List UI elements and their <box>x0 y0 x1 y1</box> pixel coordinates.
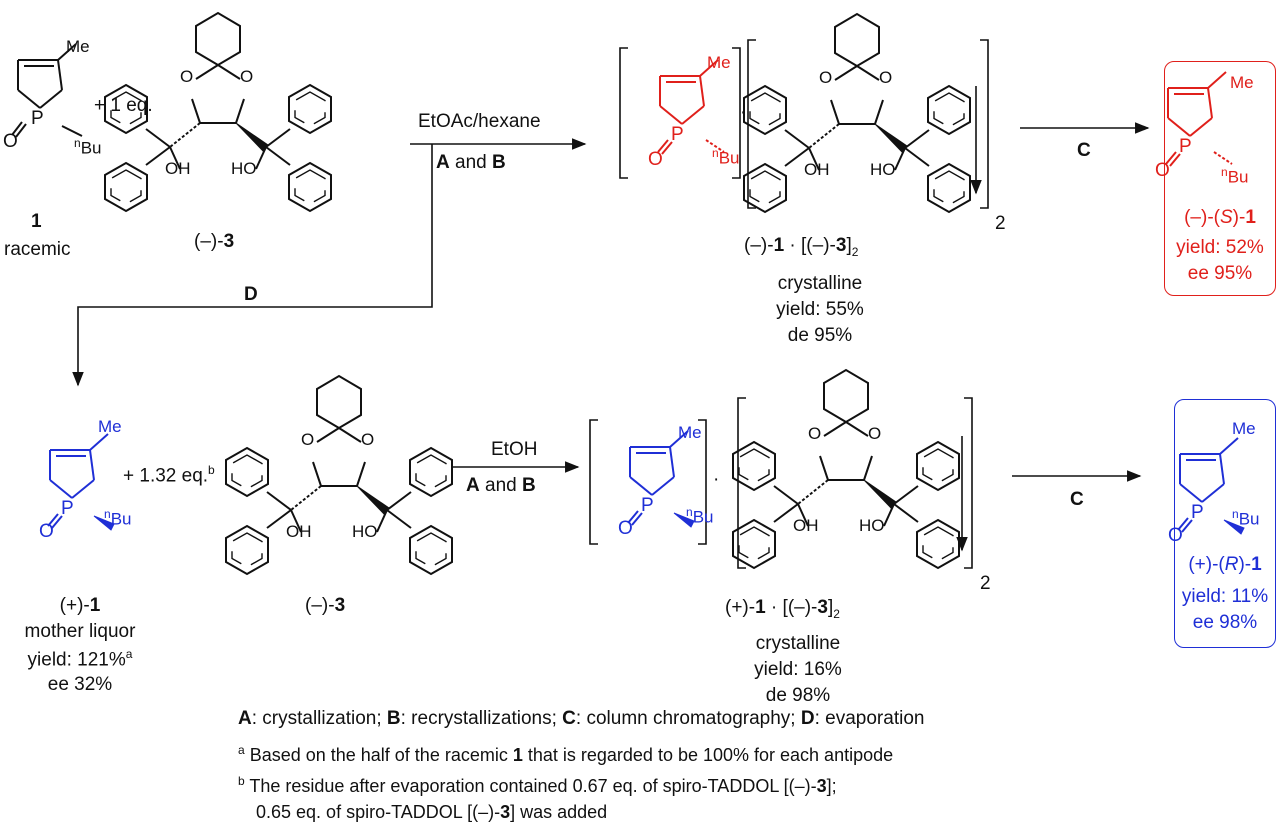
complex2-formula: (+)-1 · [(–)-3]2 <box>725 597 840 621</box>
footnote-b-line2: 0.65 eq. of spiro-TADDOL [(–)-3] was add… <box>256 802 608 822</box>
mother-oxygen-label: O <box>39 521 54 542</box>
complex1-butyl-label: nBu <box>712 146 740 168</box>
complex1-dot: · <box>740 102 747 123</box>
taddol2-hydroxyl-left: OH <box>286 522 312 541</box>
complex2-phosphorus-label: P <box>641 495 654 516</box>
product-s-label: (–)-(S)-1 <box>1184 207 1256 228</box>
product-box-r <box>1174 399 1276 648</box>
racemic-phospholene-structure <box>11 43 83 138</box>
product-box-s <box>1164 61 1276 296</box>
footnote-a: a Based on the half of the racemic 1 tha… <box>238 743 894 765</box>
mother-methyl-label: Me <box>98 417 122 436</box>
compound-1-number: 1 <box>31 211 42 232</box>
complex1-formula: (–)-1 · [(–)-3]2 <box>744 235 859 259</box>
complex1-yield: yield: 55% <box>776 299 864 320</box>
taddol2-hydroxyl-right: HO <box>352 522 378 541</box>
complex2-dot: · <box>713 469 720 490</box>
mother-yield: yield: 121%a <box>27 647 133 671</box>
complex2-butyl-label: nBu <box>686 505 714 527</box>
phosphorus-label: P <box>31 108 44 129</box>
complex2-taddol-hydroxyl-left: OH <box>793 516 819 535</box>
product-r-yield: yield: 11% <box>1181 586 1269 607</box>
product-r-phosphorus-label: P <box>1191 502 1204 523</box>
mother-compound-label: (+)-1 <box>59 595 101 616</box>
mother-butyl-label: nBu <box>104 507 132 529</box>
taddol-label-row2: (–)-3 <box>305 595 346 616</box>
product-s-phosphorus-label: P <box>1179 136 1192 157</box>
oxygen-label: O <box>3 131 18 152</box>
legend-line: A: crystallization; B: recrystallization… <box>238 708 925 729</box>
product-s-yield: yield: 52% <box>1176 237 1264 258</box>
complex2-yield: yield: 16% <box>754 659 842 680</box>
product-r-butyl-label: nBu <box>1232 507 1260 529</box>
complex2-de: de 98% <box>765 685 831 706</box>
mother-phosphorus-label: P <box>61 498 74 519</box>
complex2-taddol-oxygen-right: O <box>868 424 882 443</box>
taddol-hydroxyl-left: OH <box>165 159 191 178</box>
product-r-ee: ee 98% <box>1192 612 1258 633</box>
taddol-oxygen-right: O <box>240 67 254 86</box>
complex2-methyl-label: Me <box>678 423 702 442</box>
complex2-bracket-subscript: 2 <box>980 573 991 594</box>
complex1-taddol-hydroxyl-left: OH <box>804 160 830 179</box>
complex1-taddol-oxygen-left: O <box>819 68 833 87</box>
racemic-label: racemic <box>4 239 71 260</box>
row1-equivalents: + 1 eq. <box>94 95 153 116</box>
taddol-oxygen-left: O <box>180 67 194 86</box>
complex1-oxygen-label: O <box>648 149 663 170</box>
product-r-oxygen-label: O <box>1168 525 1183 546</box>
product-s-ee: ee 95% <box>1187 263 1253 284</box>
complex1-bracket-subscript: 2 <box>995 213 1006 234</box>
row2-steps: A and B <box>466 475 536 496</box>
mother-liquor-phospholene-structure <box>47 433 115 531</box>
complex1-taddol-hydroxyl-right: HO <box>870 160 896 179</box>
step-d-label: D <box>244 284 258 305</box>
brackets-row1 <box>619 39 989 209</box>
complex1-state: crystalline <box>777 273 863 294</box>
product-s-phospholene-structure <box>1165 71 1233 167</box>
footnote-b-line1: b The residue after evaporation containe… <box>238 774 837 796</box>
complex-phospholene-structure-row1 <box>657 59 725 155</box>
complex2-taddol-oxygen-left: O <box>808 424 822 443</box>
complex2-state: crystalline <box>755 633 841 654</box>
row2-equivalents: + 1.32 eq.b <box>123 463 215 487</box>
arrows <box>72 86 1150 552</box>
row1-steps: A and B <box>436 152 506 173</box>
product-s-methyl-label: Me <box>1230 73 1254 92</box>
row1-step-c: C <box>1077 140 1091 161</box>
taddol-structure-complex-row2 <box>732 369 960 569</box>
complex1-de: de 95% <box>787 325 853 346</box>
taddol-hydroxyl-right: HO <box>231 159 257 178</box>
complex1-phosphorus-label: P <box>671 124 684 145</box>
complex2-taddol-hydroxyl-right: HO <box>859 516 885 535</box>
taddol-structure-row2 <box>225 375 453 575</box>
product-r-methyl-label: Me <box>1232 419 1256 438</box>
taddol2-oxygen-right: O <box>361 430 375 449</box>
taddol2-oxygen-left: O <box>301 430 315 449</box>
mother-ee: ee 32% <box>47 674 113 695</box>
product-r-phospholene-structure <box>1177 437 1245 535</box>
product-s-butyl-label: nBu <box>1221 165 1249 187</box>
butyl-label: nBu <box>74 136 102 158</box>
product-s-oxygen-label: O <box>1155 160 1170 181</box>
complex2-oxygen-label: O <box>618 518 633 539</box>
taddol-label-row1: (–)-3 <box>194 231 235 252</box>
row2-solvent: EtOH <box>491 439 538 460</box>
mother-liquor-label: mother liquor <box>24 621 136 642</box>
row1-solvent: EtOAc/hexane <box>418 111 541 132</box>
complex1-taddol-oxygen-right: O <box>879 68 893 87</box>
brackets-row2 <box>589 397 973 569</box>
methyl-label: Me <box>66 37 90 56</box>
product-r-label: (+)-(R)-1 <box>1188 554 1262 575</box>
complex1-methyl-label: Me <box>707 53 731 72</box>
complex-phospholene-structure-row2 <box>627 430 695 528</box>
row2-step-c: C <box>1070 489 1084 510</box>
taddol-structure-complex-row1 <box>743 13 971 213</box>
